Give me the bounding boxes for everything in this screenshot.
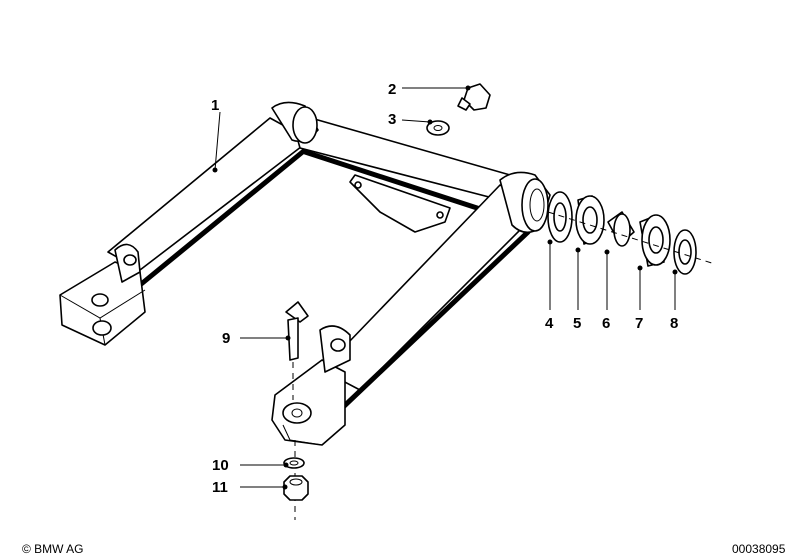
washer-part-10[interactable] — [283, 457, 305, 469]
seal-ring-part-8[interactable] — [673, 229, 697, 275]
callout-3: 3 — [388, 111, 396, 128]
leader-lines — [212, 85, 678, 490]
callout-9: 9 — [222, 330, 230, 347]
sleeve-part-6[interactable] — [607, 211, 635, 247]
callout-1: 1 — [211, 97, 219, 114]
callout-6: 6 — [602, 315, 610, 332]
spacer-ring-part-4[interactable] — [547, 191, 573, 243]
bearing-part-5[interactable] — [575, 195, 605, 245]
bolt-part-9[interactable] — [285, 301, 309, 361]
copyright-text: © BMW AG — [22, 542, 84, 556]
swing-arm[interactable] — [59, 101, 551, 446]
callout-2: 2 — [388, 81, 396, 98]
bearing-part-7[interactable] — [639, 214, 671, 267]
callout-7: 7 — [635, 315, 643, 332]
axis-line — [547, 211, 716, 265]
callout-11: 11 — [212, 479, 228, 496]
bolt-part-2[interactable] — [457, 83, 491, 111]
callout-4: 4 — [545, 315, 554, 332]
washer-part-3[interactable] — [426, 120, 450, 136]
callout-8: 8 — [670, 315, 678, 332]
diagram-number: 00038095 — [732, 542, 786, 556]
callout-5: 5 — [573, 315, 581, 332]
nut-part-11[interactable] — [283, 475, 309, 501]
callout-10: 10 — [212, 457, 229, 474]
